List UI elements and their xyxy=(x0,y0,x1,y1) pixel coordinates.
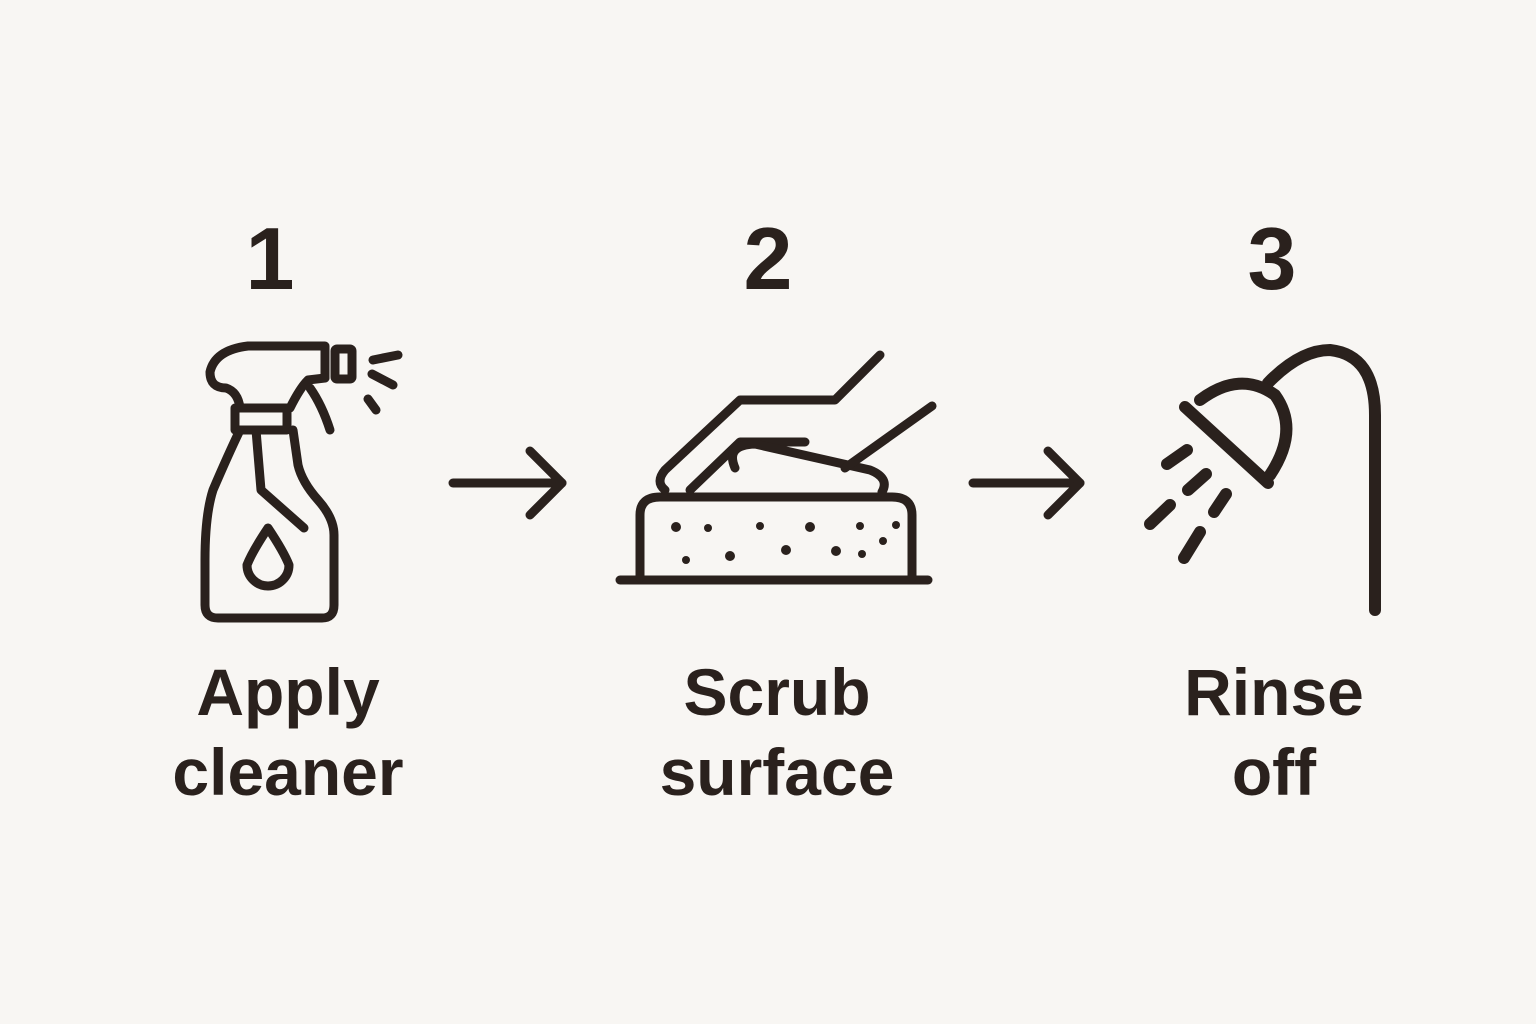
step-2-label-line1: Scrub xyxy=(683,655,871,729)
step-1-label: Apply cleaner xyxy=(108,652,468,812)
sponge-pores xyxy=(671,521,900,564)
step-3-label-line1: Rinse xyxy=(1184,655,1364,729)
hand-sponge-icon xyxy=(615,350,937,585)
arrow-right-icon xyxy=(448,446,567,520)
step-1-label-line1: Apply xyxy=(196,655,380,729)
step-1-label-line2: cleaner xyxy=(172,735,404,809)
shower-icon xyxy=(1144,344,1381,616)
step-3-number: 3 xyxy=(1247,209,1297,308)
step-3-label: Rinse off xyxy=(1094,652,1454,812)
step-2-number: 2 xyxy=(743,209,793,308)
arrow-right-icon xyxy=(968,446,1085,520)
step-3-label-line2: off xyxy=(1231,735,1317,809)
step-1-number: 1 xyxy=(245,209,295,308)
step-2-label-line2: surface xyxy=(659,735,895,809)
spray-bottle-icon xyxy=(200,341,403,623)
step-2-label: Scrub surface xyxy=(597,652,957,812)
